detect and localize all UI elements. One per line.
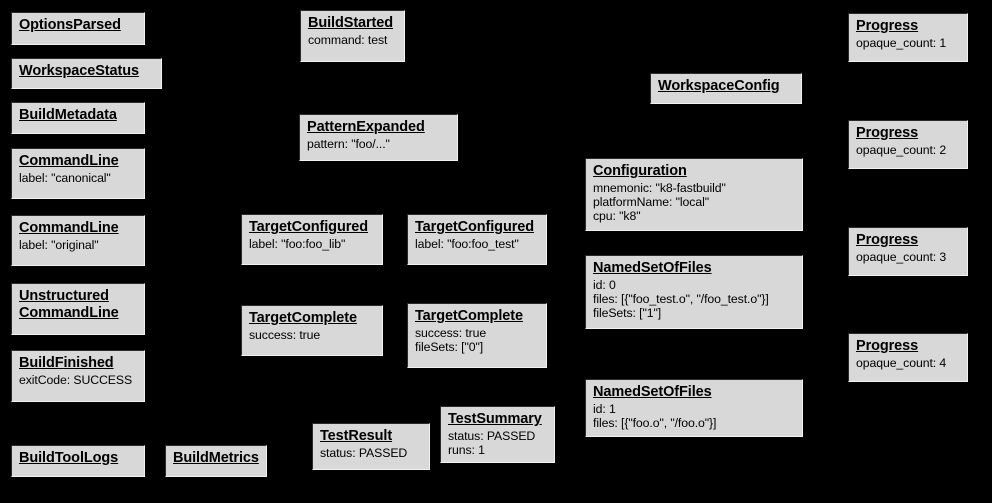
node-title: BuildMetrics: [173, 450, 259, 466]
node-field: status: PASSED: [448, 428, 536, 443]
node-title: TargetComplete: [415, 308, 523, 324]
node-field: label: "foo:foo_lib": [249, 236, 346, 251]
node-title: NamedSetOfFiles: [593, 260, 712, 276]
node-title: TestSummary: [448, 411, 542, 427]
node-title: TestResult: [320, 428, 393, 444]
node-field: id: 0: [593, 277, 616, 292]
node-build-tool-logs[interactable]: BuildToolLogs: [11, 445, 145, 477]
node-field: status: PASSED: [320, 445, 408, 460]
node-field: platformName: "local": [593, 195, 709, 210]
node-field: opaque_count: 1: [856, 35, 947, 50]
node-field: fileSets: ["0"]: [415, 340, 484, 355]
node-field: opaque_count: 4: [856, 355, 947, 370]
node-title: OptionsParsed: [19, 17, 121, 33]
node-title: NamedSetOfFiles: [593, 384, 712, 400]
node-options-parsed[interactable]: OptionsParsed: [11, 12, 145, 45]
node-field: fileSets: ["1"]: [593, 306, 662, 321]
node-field: label: "canonical": [19, 170, 111, 185]
node-field: pattern: "foo/...": [307, 136, 390, 151]
node-title: WorkspaceStatus: [19, 63, 139, 79]
node-title: Progress: [856, 18, 919, 34]
node-field: files: [{"foo_test.o", "/foo_test.o"}]: [593, 292, 769, 307]
node-field: label: "foo:foo_test": [415, 236, 519, 251]
node-field: opaque_count: 2: [856, 142, 947, 157]
node-title: PatternExpanded: [307, 119, 425, 135]
node-title: WorkspaceConfig: [658, 78, 780, 94]
node-title: TargetComplete: [249, 310, 357, 326]
node-title: Progress: [856, 125, 919, 141]
node-field: runs: 1: [448, 443, 485, 458]
node-title: TargetConfigured: [249, 219, 368, 235]
node-field: exitCode: SUCCESS: [19, 372, 133, 387]
node-title: Unstructured CommandLine: [19, 288, 119, 321]
node-title: TargetConfigured: [415, 219, 534, 235]
node-workspace-status[interactable]: WorkspaceStatus: [11, 58, 162, 89]
node-title: Progress: [856, 232, 919, 248]
node-workspace-config[interactable]: WorkspaceConfig: [650, 73, 802, 104]
node-field: command: test: [308, 32, 388, 47]
node-title: BuildMetadata: [19, 107, 117, 123]
node-title: CommandLine: [19, 220, 119, 236]
node-field: mnemonic: "k8-fastbuild": [593, 180, 726, 195]
node-title: Configuration: [593, 163, 687, 179]
node-build-metadata[interactable]: BuildMetadata: [11, 102, 145, 134]
node-field: label: "original": [19, 237, 99, 252]
node-field: files: [{"foo.o", "/foo.o"}]: [593, 416, 717, 431]
node-field: success: true: [415, 325, 487, 340]
node-build-metrics[interactable]: BuildMetrics: [165, 445, 267, 477]
node-title: BuildToolLogs: [19, 450, 119, 466]
node-title: Progress: [856, 338, 919, 354]
node-field: cpu: "k8": [593, 209, 641, 224]
node-unstructured-command-line[interactable]: Unstructured CommandLine: [11, 283, 145, 335]
node-field: id: 1: [593, 401, 616, 416]
node-field: opaque_count: 3: [856, 249, 947, 264]
node-title: BuildFinished: [19, 355, 114, 371]
node-title: BuildStarted: [308, 15, 394, 31]
node-field: success: true: [249, 327, 321, 342]
node-title: CommandLine: [19, 153, 119, 169]
